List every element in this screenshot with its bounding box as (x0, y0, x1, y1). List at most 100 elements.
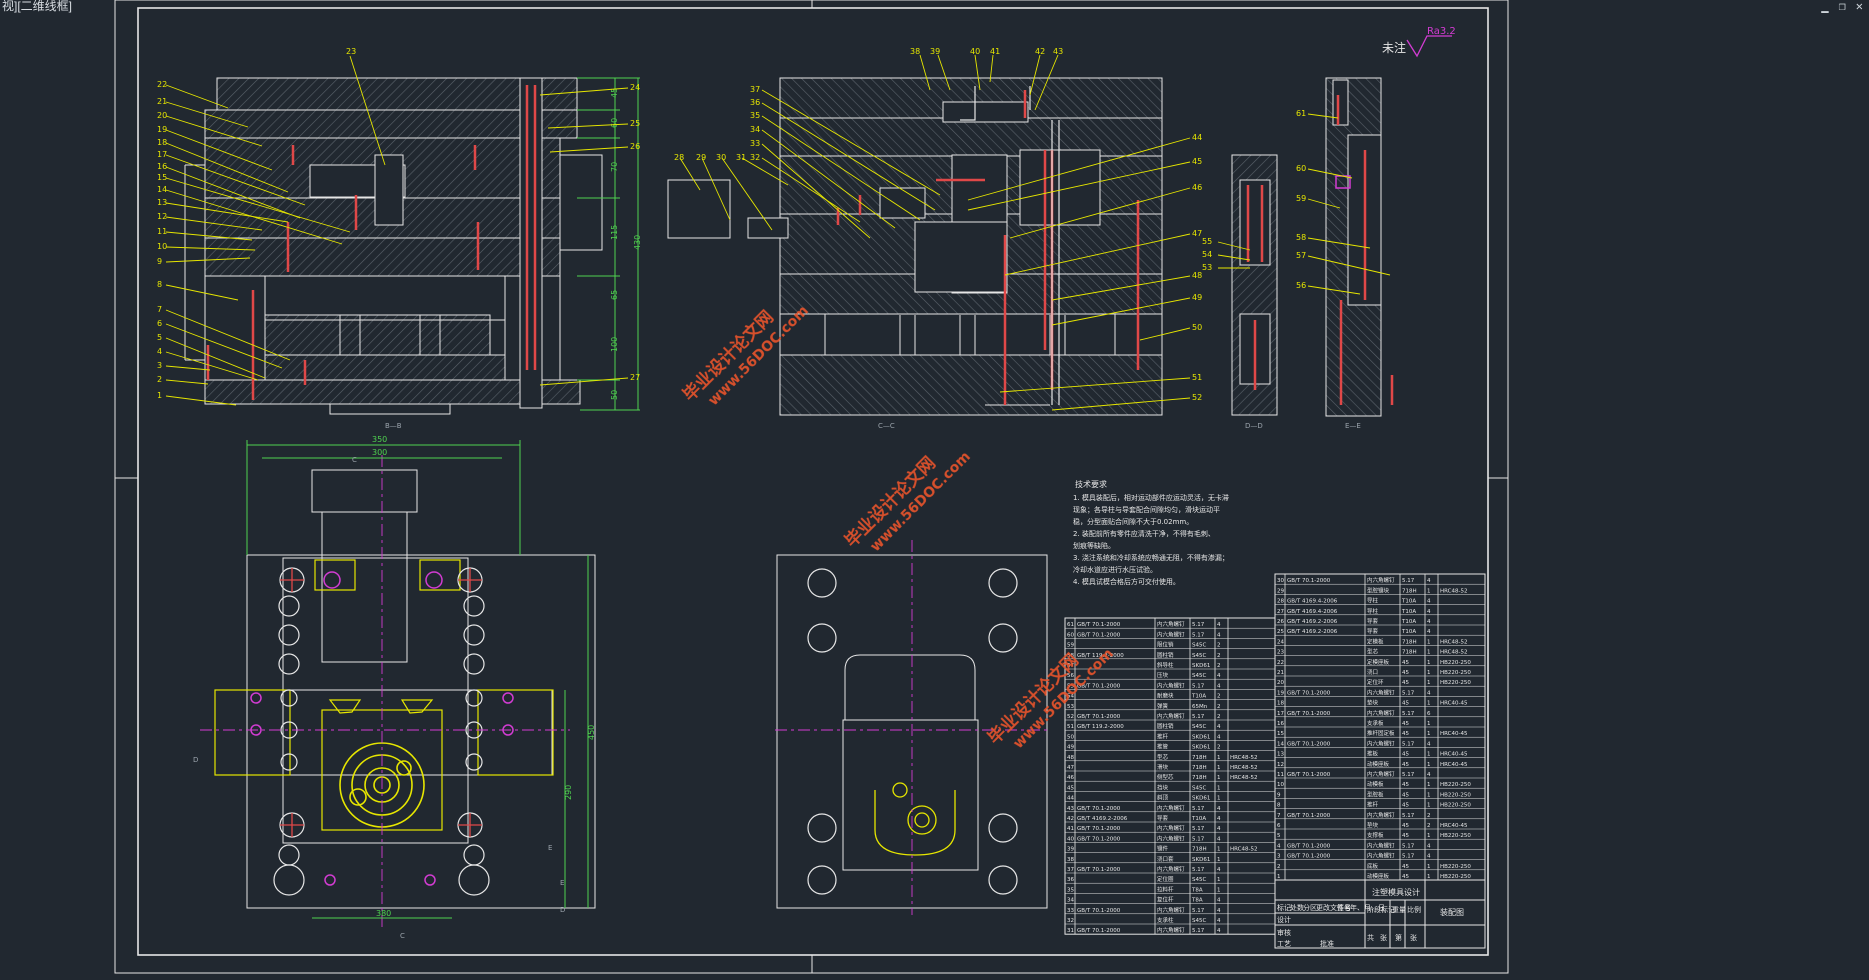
table-cell: 导柱 (1367, 597, 1379, 605)
table-cell: S45C (1192, 643, 1206, 649)
table-cell: 28 (1277, 599, 1284, 605)
table-cell: 38 (1067, 857, 1074, 863)
tech-line: 2. 装配前所有零件应清洗干净，不得有毛刺、 (1073, 529, 1215, 538)
plan-view-fixed-half[interactable] (775, 540, 1050, 915)
table-cell: 43 (1067, 806, 1074, 812)
tb-header: 标记 (1277, 903, 1291, 912)
table-cell: 5.17 (1192, 622, 1205, 628)
table-cell: 内六角螺钉 (1367, 688, 1395, 696)
table-cell: 1 (1217, 877, 1221, 883)
dimension-lines-b (577, 77, 640, 411)
table-cell: 4 (1217, 918, 1221, 924)
minimize-icon[interactable]: ▁ (1821, 0, 1829, 13)
plan-view-moving-half[interactable]: 350 300 450 290 380 C C D D E E (193, 435, 596, 940)
table-cell: 12 (1277, 762, 1284, 768)
table-cell: 拉料杆 (1157, 885, 1174, 893)
table-cell: T10A (1191, 694, 1206, 700)
table-cell: 5.17 (1402, 854, 1415, 860)
section-mark: D (193, 756, 198, 764)
section-view-c[interactable]: 38 39 40 41 42 43 37 36 35 34 33 32 31 3… (667, 47, 1202, 430)
table-cell: GB/T 119.2-2000 (1077, 653, 1124, 659)
section-view-d[interactable]: 55 54 53 D—D (1202, 154, 1278, 430)
table-cell: T8A (1191, 898, 1203, 904)
table-cell: 48 (1067, 755, 1074, 761)
callout: 43 (1053, 47, 1063, 56)
table-cell: 718H (1402, 588, 1417, 594)
restore-icon[interactable]: ❐ (1838, 0, 1846, 13)
table-cell: 内六角螺钉 (1367, 811, 1395, 819)
table-cell: GB/T 70.1-2000 (1287, 854, 1331, 860)
table-cell: SKD61 (1192, 796, 1210, 802)
callout: 28 (674, 153, 684, 162)
table-cell: 导套 (1157, 814, 1169, 822)
tb-sheet: 张 (1380, 933, 1387, 942)
table-cell: 39 (1067, 847, 1074, 853)
table-cell: HB220-250 (1440, 680, 1471, 686)
table-cell: 718H (1192, 755, 1207, 761)
dimension-values-b: 45 60 70 115 430 65 100 50 (610, 88, 642, 400)
table-cell: 型芯 (1367, 648, 1379, 656)
callout: 8 (157, 280, 162, 289)
table-cell: HB220-250 (1440, 670, 1471, 676)
callout: 57 (1296, 251, 1306, 260)
callout: 7 (157, 305, 162, 314)
table-cell: HRC48-52 (1230, 765, 1258, 771)
table-cell: HRC48-52 (1230, 775, 1258, 781)
tech-line: 稳，分型面贴合间隙不大于0.02mm。 (1073, 517, 1193, 526)
table-cell: SKD61 (1192, 857, 1210, 863)
section-mark: C (400, 932, 405, 940)
table-cell: 34 (1067, 898, 1074, 904)
table-cell: 定模座板 (1367, 658, 1390, 666)
callout: 46 (1192, 183, 1202, 192)
close-icon[interactable]: ✕ (1855, 0, 1863, 13)
table-cell: 7 (1277, 813, 1281, 819)
dim-text: 65 (610, 290, 619, 300)
dim-text: 380 (376, 909, 391, 918)
leaders-c (679, 54, 1191, 411)
tech-line: 冷却水道应进行水压试验。 (1073, 565, 1157, 574)
callout: 11 (157, 227, 167, 236)
table-cell: 圆柱销 (1157, 722, 1174, 730)
table-cell: 浇口 (1367, 668, 1378, 676)
callout: 6 (157, 319, 162, 328)
callouts-c: 38 39 40 41 42 43 37 36 35 34 33 32 31 3… (674, 47, 1202, 402)
table-cell: 型芯 (1157, 753, 1169, 761)
table-cell: 4 (1427, 578, 1431, 584)
table-cell: 32 (1067, 918, 1074, 924)
viewport-label[interactable]: 视][二维线框] (2, 0, 73, 13)
table-cell: 定位圈 (1157, 875, 1174, 883)
window-controls: ▁ ❐ ✕ (1821, 0, 1863, 12)
section-label-c: C—C (878, 422, 895, 430)
table-cell: 导套 (1367, 617, 1379, 625)
callout: 37 (750, 85, 760, 94)
section-view-e[interactable]: 61 60 59 58 57 56 E—E (1296, 77, 1394, 430)
table-cell: 15 (1277, 731, 1284, 737)
tb-role: 工艺 (1277, 940, 1291, 948)
table-cell: GB/T 4169.2-2006 (1287, 629, 1338, 635)
table-cell: T8A (1191, 887, 1203, 893)
table-cell: 21 (1277, 670, 1284, 676)
table-cell: 45 (1402, 823, 1409, 829)
table-cell: S45C (1192, 877, 1206, 883)
tb-role: 批准 (1320, 939, 1334, 948)
tb-header: 更改文件号 (1316, 903, 1351, 912)
table-cell: 1 (1427, 660, 1431, 666)
callout: 50 (1192, 323, 1202, 332)
callout: 15 (157, 173, 167, 182)
callout: 35 (750, 111, 760, 120)
section-view-b[interactable]: 45 60 70 115 430 65 100 50 22 (157, 47, 642, 430)
table-cell: HRC40-45 (1440, 762, 1468, 768)
